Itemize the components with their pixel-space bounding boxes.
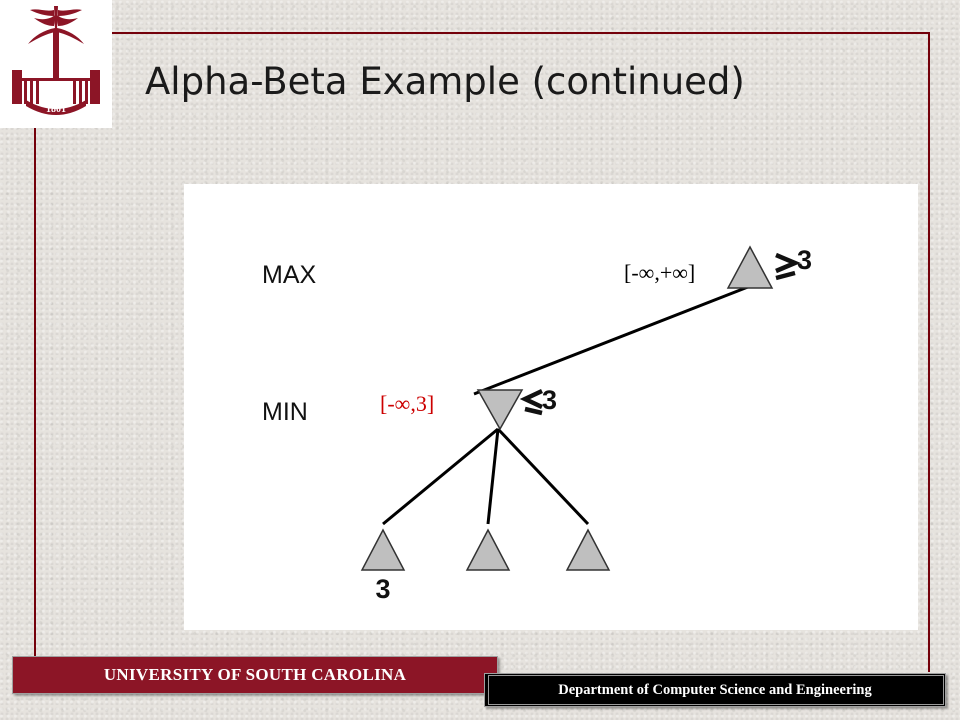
ge-symbol-icon <box>775 252 801 281</box>
game-tree: MAX MIN 3 [-∞,+∞] 3 [-∞,3] 3 12 8 <box>262 245 812 604</box>
slide-title: Alpha-Beta Example (continued) <box>145 60 745 103</box>
edge-root-min <box>473 283 754 396</box>
leaf-value-3-cropped: 8 <box>580 574 595 604</box>
frame-top-line <box>112 32 930 34</box>
max-node-value: 3 <box>797 245 812 275</box>
leaf-node-1 <box>360 528 406 571</box>
le-symbol-icon <box>519 388 543 416</box>
leaf-value-2-cropped: 12 <box>473 574 503 604</box>
level-label-max: MAX <box>262 261 317 289</box>
edge-min-leaf-2 <box>486 428 500 525</box>
edge-min-leaf-1 <box>382 427 499 526</box>
palmetto-logo-icon: 1801 <box>12 6 100 115</box>
logo-year: 1801 <box>46 104 66 115</box>
level-label-min: MIN <box>262 398 308 426</box>
university-logo: 1801 <box>0 0 112 128</box>
frame-right-line <box>928 32 930 672</box>
alpha-beta-diagram: MAX MIN 3 [-∞,+∞] 3 [-∞,3] 3 12 8 <box>184 184 918 630</box>
min-node <box>476 389 524 431</box>
edge-min-leaf-3 <box>496 427 590 526</box>
max-node-interval: [-∞,+∞] <box>624 260 695 285</box>
footer-department: Department of Computer Science and Engin… <box>484 673 946 707</box>
max-node <box>726 245 774 289</box>
min-node-interval: [-∞,3] <box>380 391 434 416</box>
leaf-node-3 <box>565 528 611 571</box>
frame-left-line <box>34 128 36 658</box>
leaf-node-2 <box>465 528 511 571</box>
leaf-value-1: 3 <box>375 574 390 604</box>
min-node-value: 3 <box>542 385 557 415</box>
footer-university: UNIVERSITY OF SOUTH CAROLINA <box>12 656 498 694</box>
